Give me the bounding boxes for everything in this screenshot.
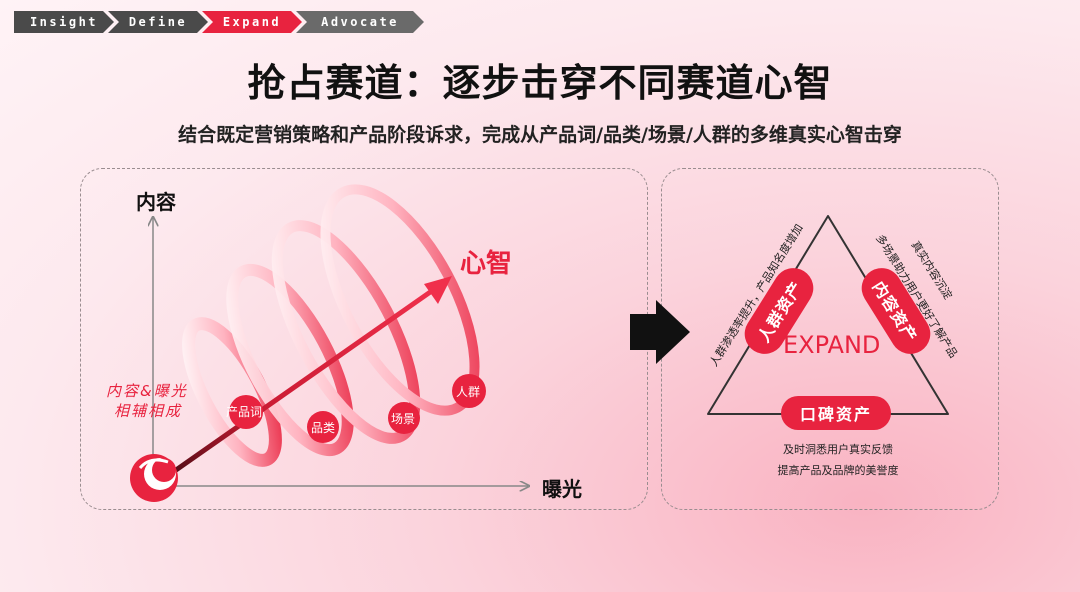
stage-circle-category <box>307 411 339 443</box>
pill-content-assets <box>861 268 931 354</box>
ring-3 <box>271 220 421 444</box>
x-axis-label: 曝光 <box>542 477 582 501</box>
breadcrumb: Insight Define Expand Advocate <box>14 11 418 33</box>
breadcrumb-insight[interactable]: Insight <box>14 11 114 33</box>
stage-circles <box>229 374 486 443</box>
stage-circle-scene <box>388 402 420 434</box>
page-subtitle: 结合既定营销策略和产品阶段诉求，完成从产品词/品类/场景/人群的多维真实心智击穿 <box>178 124 902 146</box>
side-note-line1: 内容&曝光 <box>106 382 188 400</box>
pill-crowd-assets <box>744 268 814 354</box>
ring-2 <box>226 263 354 457</box>
right-arrow-icon <box>630 300 690 364</box>
target-label: 心智 <box>460 249 513 279</box>
stage-label-category: 品类 <box>311 421 336 435</box>
breadcrumb-advocate[interactable]: Advocate <box>296 11 424 33</box>
pill-reputation-assets <box>781 396 891 430</box>
breadcrumb-expand[interactable]: Expand <box>202 11 302 33</box>
expand-center-label: EXPAND <box>783 331 881 359</box>
reputation-note-line2: 提高产品及品牌的美誉度 <box>777 464 899 477</box>
pill-reputation-label: 口碑资产 <box>799 405 873 424</box>
stage-circle-crowd <box>452 374 486 408</box>
origin-swirl-icon <box>130 454 178 502</box>
ring-4 <box>320 184 480 416</box>
chart-axes <box>153 218 528 486</box>
asset-pills <box>744 268 931 430</box>
page-title: 抢占赛道：逐步击穿不同赛道心智 <box>247 61 833 105</box>
spiral-rings <box>182 184 480 467</box>
ring-1 <box>182 317 282 467</box>
stage-label-product: 产品词 <box>226 405 263 419</box>
side-note-line2: 相辅相成 <box>114 402 183 420</box>
y-axis-label: 内容 <box>136 190 176 214</box>
reputation-note-line1: 及时洞悉用户真实反馈 <box>783 443 893 456</box>
stage-label-crowd: 人群 <box>456 385 481 399</box>
stage-label-scene: 场景 <box>391 412 416 426</box>
stage-circle-product <box>229 395 263 429</box>
growth-arrow <box>153 276 452 487</box>
breadcrumb-define[interactable]: Define <box>108 11 208 33</box>
